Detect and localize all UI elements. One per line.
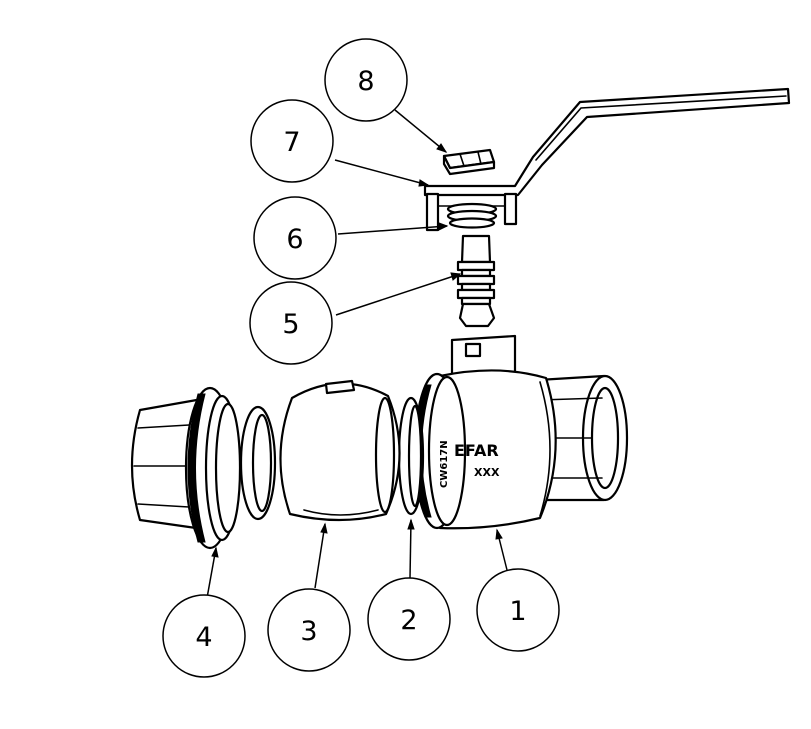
body-code-mark: XXX (474, 466, 500, 479)
callout-4: 4 (162, 594, 246, 678)
part-stem (456, 234, 496, 328)
callout-1-label: 1 (509, 596, 526, 627)
part-handle (423, 87, 791, 232)
callout-2-label: 2 (400, 605, 417, 636)
body-material-mark: CW617N (439, 440, 450, 488)
callout-7: 7 (250, 99, 334, 183)
callout-1: 1 (476, 568, 560, 652)
callout-5: 5 (249, 281, 333, 365)
part-union-end (130, 386, 242, 550)
callout-6: 6 (253, 196, 337, 280)
leader-lines (206, 109, 508, 599)
part-seat-left (239, 405, 277, 521)
callout-7-label: 7 (283, 127, 300, 158)
callout-3-label: 3 (300, 616, 317, 647)
callout-2: 2 (367, 577, 451, 661)
body-brand-mark: EFAR (454, 441, 499, 460)
callout-8: 8 (324, 38, 408, 122)
part-valve-body (413, 334, 629, 530)
callout-3: 3 (267, 588, 351, 672)
part-nut (442, 148, 496, 176)
part-ball (279, 379, 401, 522)
callout-6-label: 6 (286, 224, 303, 255)
part-washers (446, 202, 498, 229)
part-seat-right (397, 396, 425, 516)
callout-4-label: 4 (195, 622, 212, 653)
callout-5-label: 5 (282, 309, 299, 340)
callout-8-label: 8 (357, 66, 374, 97)
